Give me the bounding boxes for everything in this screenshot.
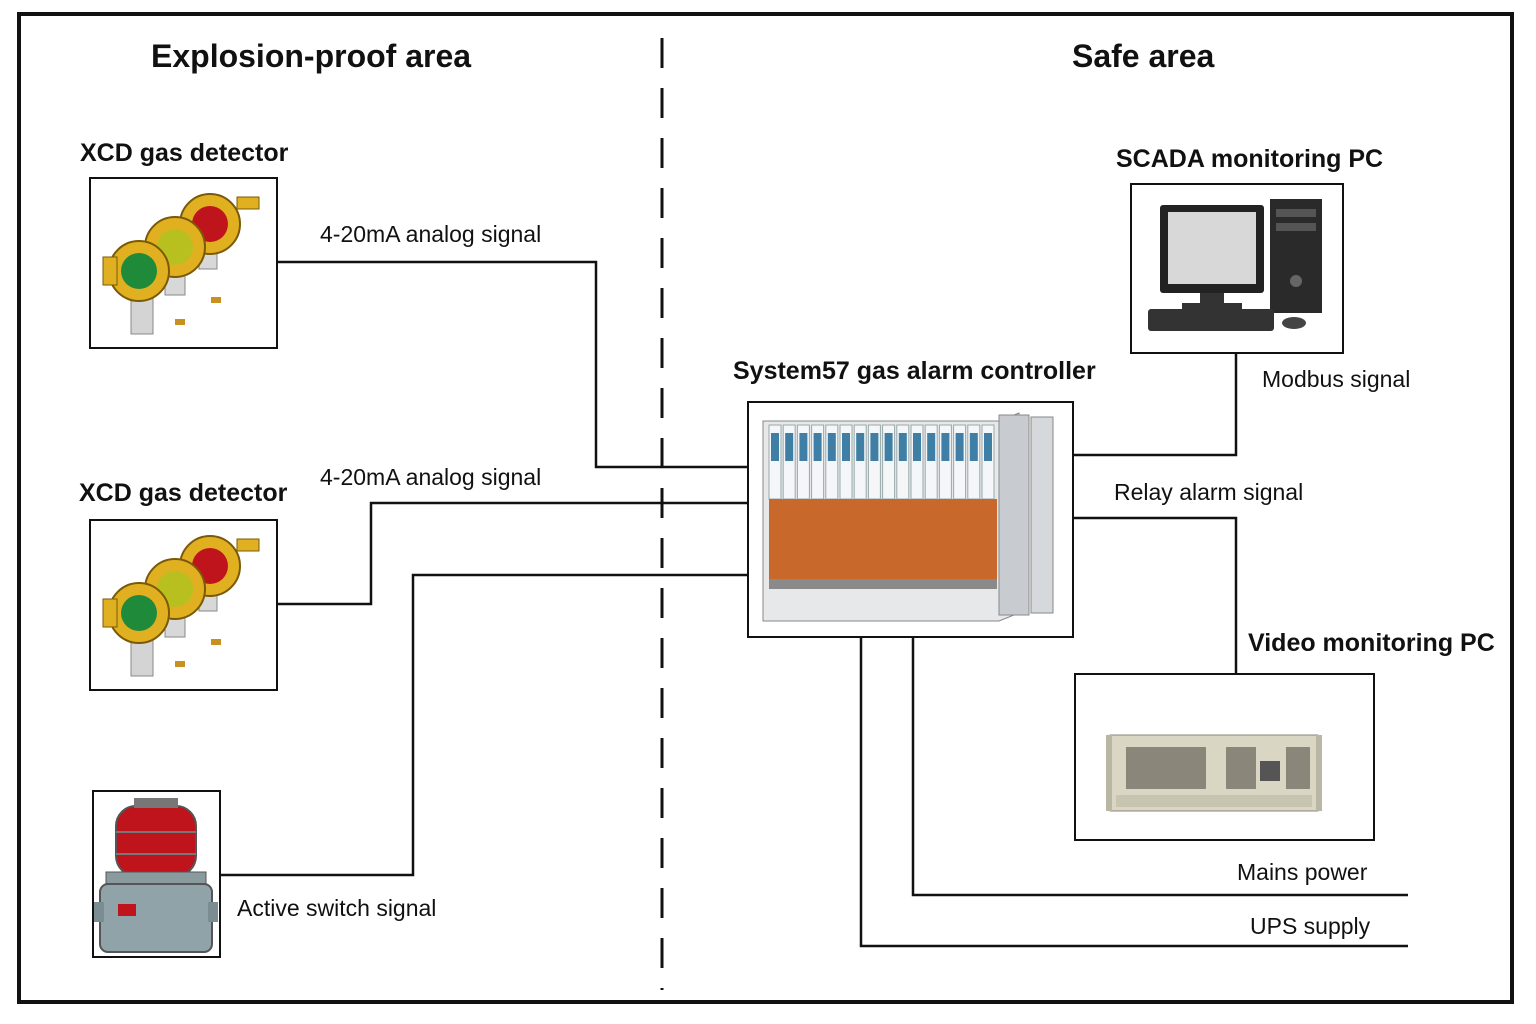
scada-monitoring-pc: [1130, 183, 1344, 354]
controller-card-display: [884, 433, 893, 461]
safe-area-title: Safe area: [1072, 38, 1215, 74]
mains-line: [911, 637, 1408, 897]
analog-line-1: [277, 260, 748, 469]
video-monitoring-pc: [1074, 673, 1375, 841]
controller-card-display: [969, 433, 978, 461]
diagram-frame: [17, 12, 1514, 1004]
ups-supply-label: UPS supply: [1250, 913, 1371, 939]
gas-detector-2: [89, 519, 278, 691]
desktop-pc-icon: [1148, 199, 1322, 331]
controller-card-display: [898, 433, 907, 461]
explosion-proof-area-title: Explosion-proof area: [151, 38, 472, 74]
controller-card-display: [870, 433, 879, 461]
analog-line-2: [277, 501, 748, 606]
controller-card-display: [813, 433, 822, 461]
detector-1-label: XCD gas detector: [80, 139, 289, 167]
gas-alarm-controller: [747, 401, 1074, 638]
active-switch-signal-label: Active switch signal: [237, 895, 437, 921]
modbus-signal-label: Modbus signal: [1262, 366, 1411, 392]
detector-2-label: XCD gas detector: [79, 479, 288, 507]
controller-card-display: [799, 433, 808, 461]
controller-card-display: [984, 433, 992, 461]
controller-card-display: [941, 433, 950, 461]
gas-detector-1: [89, 177, 278, 349]
controller-card-display: [771, 433, 779, 461]
alarm-beacon: [92, 790, 221, 958]
industrial-pc-icon: [1106, 734, 1322, 812]
controller-label: System57 gas alarm controller: [733, 357, 1096, 385]
controller-card-display: [785, 433, 794, 461]
controller-rack-icon: [762, 412, 1054, 622]
controller-card-display: [842, 433, 850, 461]
analog-signal-1-label: 4-20mA analog signal: [320, 221, 542, 247]
active-switch-line: [221, 573, 748, 877]
controller-card-display: [856, 433, 865, 461]
ups-line: [859, 637, 1408, 948]
analog-signal-2-label: 4-20mA analog signal: [320, 464, 542, 490]
scada-label: SCADA monitoring PC: [1116, 145, 1384, 173]
beacon-icon: [94, 798, 218, 953]
gas-detector-icon: [102, 193, 260, 335]
controller-card-display: [927, 433, 936, 461]
gas-detector-icon: [102, 535, 260, 677]
controller-card-display: [827, 433, 836, 461]
mains-power-label: Mains power: [1237, 859, 1368, 885]
video-label: Video monitoring PC: [1248, 629, 1495, 657]
controller-card-display: [913, 433, 921, 461]
modbus-line: [1073, 353, 1238, 457]
controller-card-display: [955, 433, 964, 461]
relay-signal-label: Relay alarm signal: [1114, 479, 1304, 505]
